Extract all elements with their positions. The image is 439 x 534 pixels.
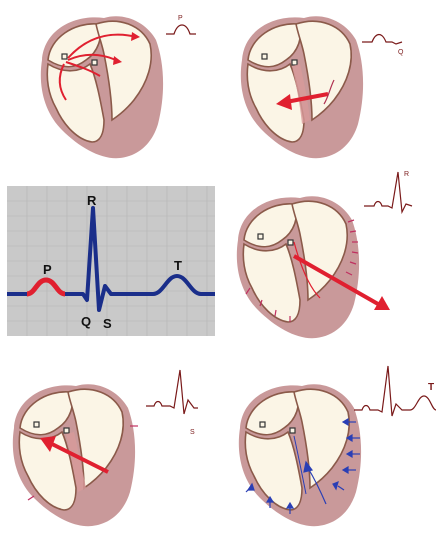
ecg-snippet	[166, 25, 196, 34]
q-wave-label: Q	[81, 314, 91, 329]
stage-label: T	[428, 382, 434, 393]
heart-diagram-r: R	[228, 178, 434, 348]
ecg-snippet	[354, 366, 436, 416]
stage-q-panel: Q	[230, 8, 430, 168]
heart-diagram-p: P	[28, 6, 208, 166]
heart-diagram-t: T	[230, 366, 438, 532]
p-wave-label: P	[43, 262, 52, 277]
stage-label: R	[404, 171, 409, 178]
stage-label: Q	[398, 49, 404, 56]
stage-p-panel: P	[28, 6, 208, 166]
stage-label: S	[190, 429, 195, 436]
s-wave-label: S	[103, 316, 112, 331]
stage-label: P	[178, 15, 183, 22]
stage-t-panel: T	[230, 366, 438, 532]
ecg-snippet	[362, 35, 402, 45]
stage-s-panel: S	[4, 368, 214, 534]
ecg-panel: P R Q S T	[7, 186, 215, 336]
r-wave-label: R	[87, 193, 97, 208]
heart-diagram-q: Q	[230, 8, 430, 168]
heart-diagram-s: S	[4, 368, 214, 534]
ecg-chart: P R Q S T	[7, 186, 215, 336]
stage-r-panel: R	[228, 178, 434, 348]
ecg-snippet	[146, 370, 198, 414]
ecg-snippet	[364, 172, 412, 212]
t-wave-label: T	[174, 258, 182, 273]
